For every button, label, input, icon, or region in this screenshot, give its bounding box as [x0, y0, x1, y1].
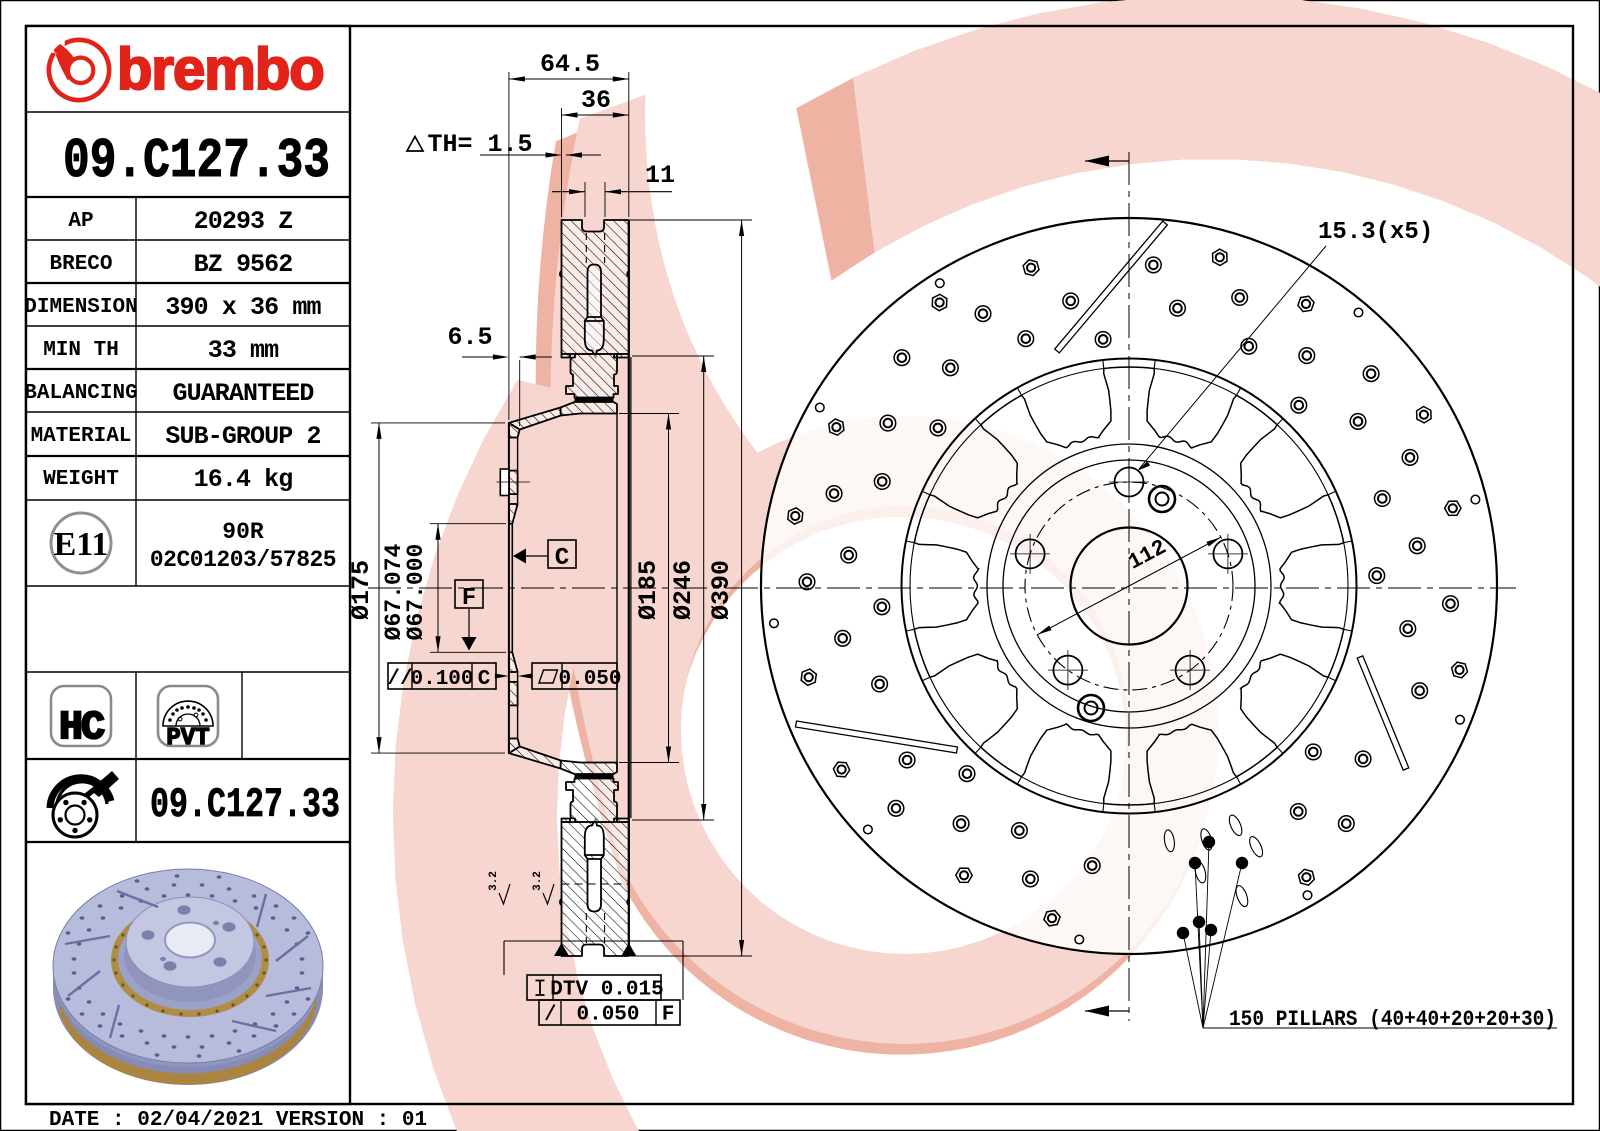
- svg-text:MIN TH: MIN TH: [43, 339, 119, 362]
- svg-text:15.3(x5): 15.3(x5): [1318, 219, 1433, 246]
- svg-text:02C01203/57825: 02C01203/57825: [150, 547, 336, 573]
- svg-text:BZ 9562: BZ 9562: [194, 250, 293, 279]
- svg-text:AP: AP: [68, 210, 93, 233]
- svg-text:3.2: 3.2: [532, 871, 544, 891]
- svg-text:BALANCING: BALANCING: [24, 382, 137, 405]
- svg-text:64.5: 64.5: [540, 50, 600, 79]
- svg-text:Ø246: Ø246: [669, 560, 698, 620]
- svg-text:0.050: 0.050: [576, 1004, 639, 1027]
- svg-text:16.4 kg: 16.4 kg: [194, 465, 293, 494]
- svg-text:90R: 90R: [222, 519, 264, 545]
- svg-text:DATE : 02/04/2021 VERSION : 01: DATE : 02/04/2021 VERSION : 01: [49, 1109, 427, 1131]
- svg-text:PVT: PVT: [166, 725, 209, 752]
- svg-text:GUARANTEED: GUARANTEED: [172, 379, 314, 408]
- svg-text:C: C: [478, 668, 491, 691]
- svg-text:DTV 0.015: DTV 0.015: [550, 979, 663, 1002]
- svg-text:390 x 36 mm: 390 x 36 mm: [165, 293, 321, 322]
- svg-text:SUB-GROUP 2: SUB-GROUP 2: [165, 422, 320, 451]
- svg-text:0.100: 0.100: [410, 668, 473, 691]
- svg-text:20293 Z: 20293 Z: [194, 207, 293, 236]
- svg-text:F: F: [462, 585, 476, 612]
- svg-text:BRECO: BRECO: [49, 253, 112, 276]
- svg-text:Ø185: Ø185: [634, 560, 663, 620]
- svg-text:DIMENSION: DIMENSION: [24, 296, 137, 319]
- svg-text:09.C127.33: 09.C127.33: [150, 781, 340, 829]
- svg-text:HC: HC: [59, 706, 104, 751]
- svg-text:09.C127.33: 09.C127.33: [63, 129, 330, 193]
- svg-text:TH= 1.5: TH= 1.5: [427, 130, 532, 159]
- svg-text:Ø67.074: Ø67.074: [381, 543, 407, 640]
- svg-text://: //: [387, 668, 412, 691]
- svg-text:3.2: 3.2: [488, 871, 500, 891]
- svg-text:Ø390: Ø390: [707, 560, 736, 620]
- svg-text:MATERIAL: MATERIAL: [31, 425, 132, 448]
- svg-text:Ø67.000: Ø67.000: [403, 544, 429, 641]
- svg-text:0.050: 0.050: [558, 668, 621, 691]
- svg-text:11: 11: [645, 161, 675, 190]
- svg-text:Ø175: Ø175: [347, 560, 376, 620]
- svg-text:6.5: 6.5: [447, 323, 492, 352]
- svg-text:C: C: [555, 545, 569, 572]
- svg-text:E11: E11: [54, 526, 109, 563]
- svg-text:33 mm: 33 mm: [208, 336, 279, 365]
- svg-text:F: F: [662, 1004, 675, 1027]
- svg-text:WEIGHT: WEIGHT: [43, 468, 119, 491]
- svg-text:brembo: brembo: [117, 37, 324, 102]
- svg-text:36: 36: [581, 86, 611, 115]
